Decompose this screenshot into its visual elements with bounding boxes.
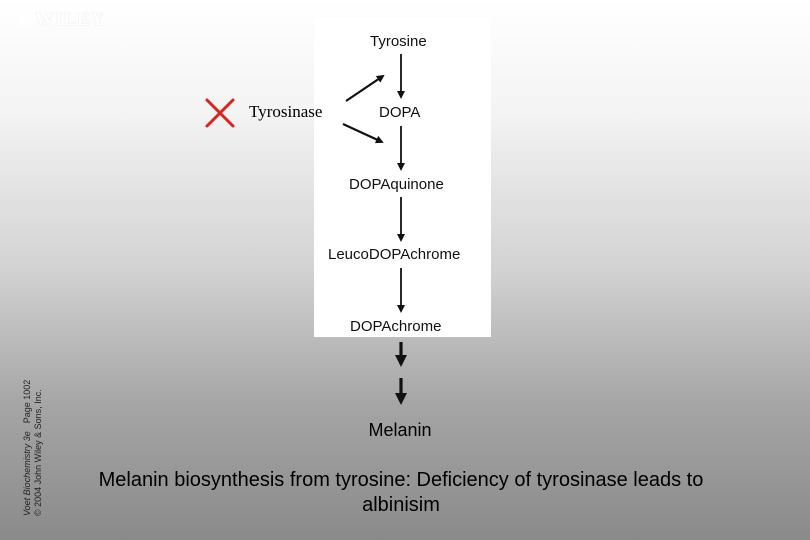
compound-dopachrome: DOPAchrome: [350, 318, 442, 335]
enzyme-arrow-lower: [342, 123, 384, 144]
wiley-emblem-icon: [14, 11, 32, 29]
compound-leucodopachrome: LeucoDOPAchrome: [328, 246, 461, 263]
compound-melanin: Melanin: [368, 420, 432, 440]
enzyme-arrow-upper: [345, 74, 385, 102]
pathway-figure-panel: [314, 18, 491, 337]
enzyme-tyrosinase: Tyrosinase: [249, 102, 323, 121]
compound-dopaquinone: DOPAquinone: [349, 176, 444, 193]
wiley-logo: WILEY: [14, 9, 105, 31]
wiley-logo-text: WILEY: [35, 9, 106, 30]
compound-tyrosine: Tyrosine: [370, 33, 427, 50]
blocked-x-icon: [205, 98, 235, 128]
figure-caption: Melanin biosynthesis from tyrosine: Defi…: [98, 469, 704, 516]
compound-dopa: DOPA: [379, 104, 421, 121]
